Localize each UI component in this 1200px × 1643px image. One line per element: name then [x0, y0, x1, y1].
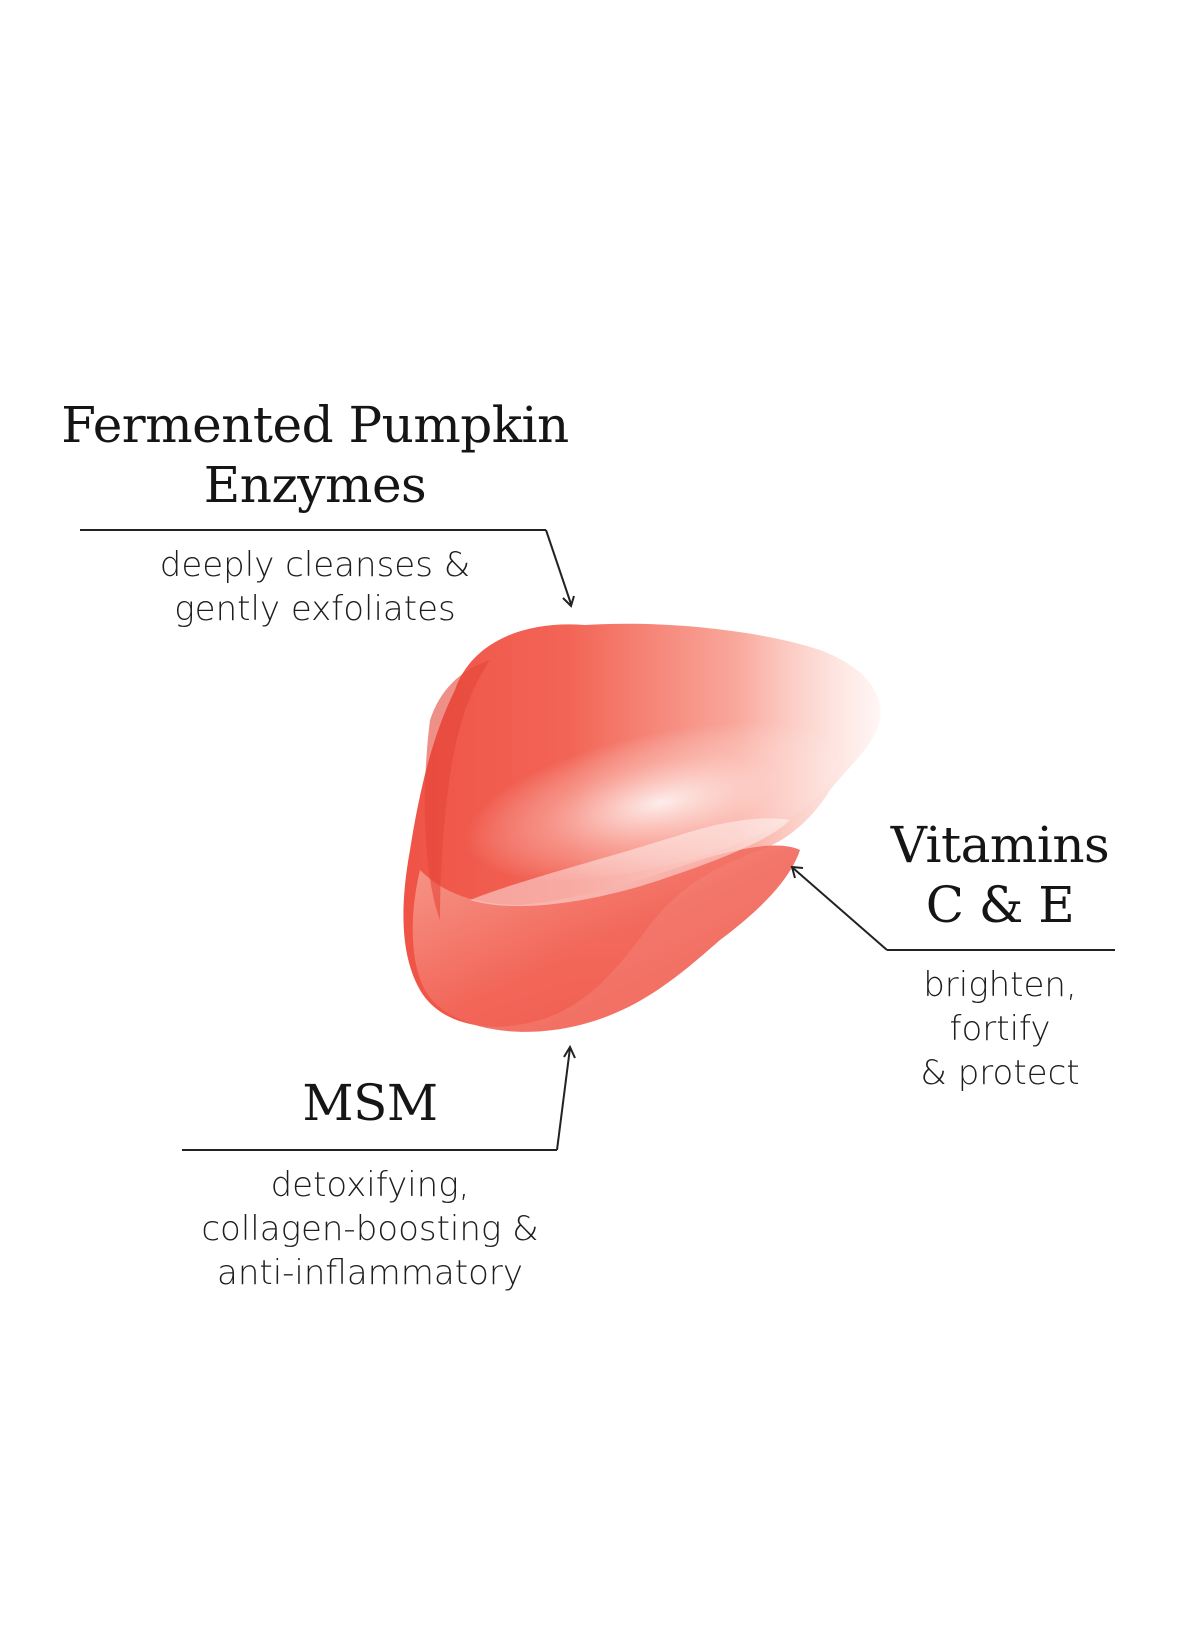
callout-title-msm: MSM — [302, 1074, 438, 1132]
gel-swatch-shine — [443, 719, 837, 881]
gel-swatch-highlight — [470, 818, 790, 907]
callout-line-msm — [182, 1044, 576, 1151]
callout-description-vitamins-c-e: brighten, fortify & protect — [920, 965, 1080, 1093]
callout-line-vitamins — [790, 865, 1115, 951]
callout-line-pumpkin — [80, 529, 575, 608]
callout-title-fermented-pumpkin-enzymes: Fermented Pumpkin Enzymes — [61, 396, 569, 514]
callout-description-msm: detoxifying, collagen-boosting & anti-in… — [201, 1165, 539, 1293]
callout-title-vitamins-c-e: Vitamins C & E — [890, 816, 1110, 934]
gel-swatch-lower-lobe — [412, 845, 800, 1032]
gel-swatch-edge-shadow — [424, 660, 490, 920]
callout-description-fermented-pumpkin-enzymes: deeply cleanses & gently exfoliates — [159, 545, 471, 629]
